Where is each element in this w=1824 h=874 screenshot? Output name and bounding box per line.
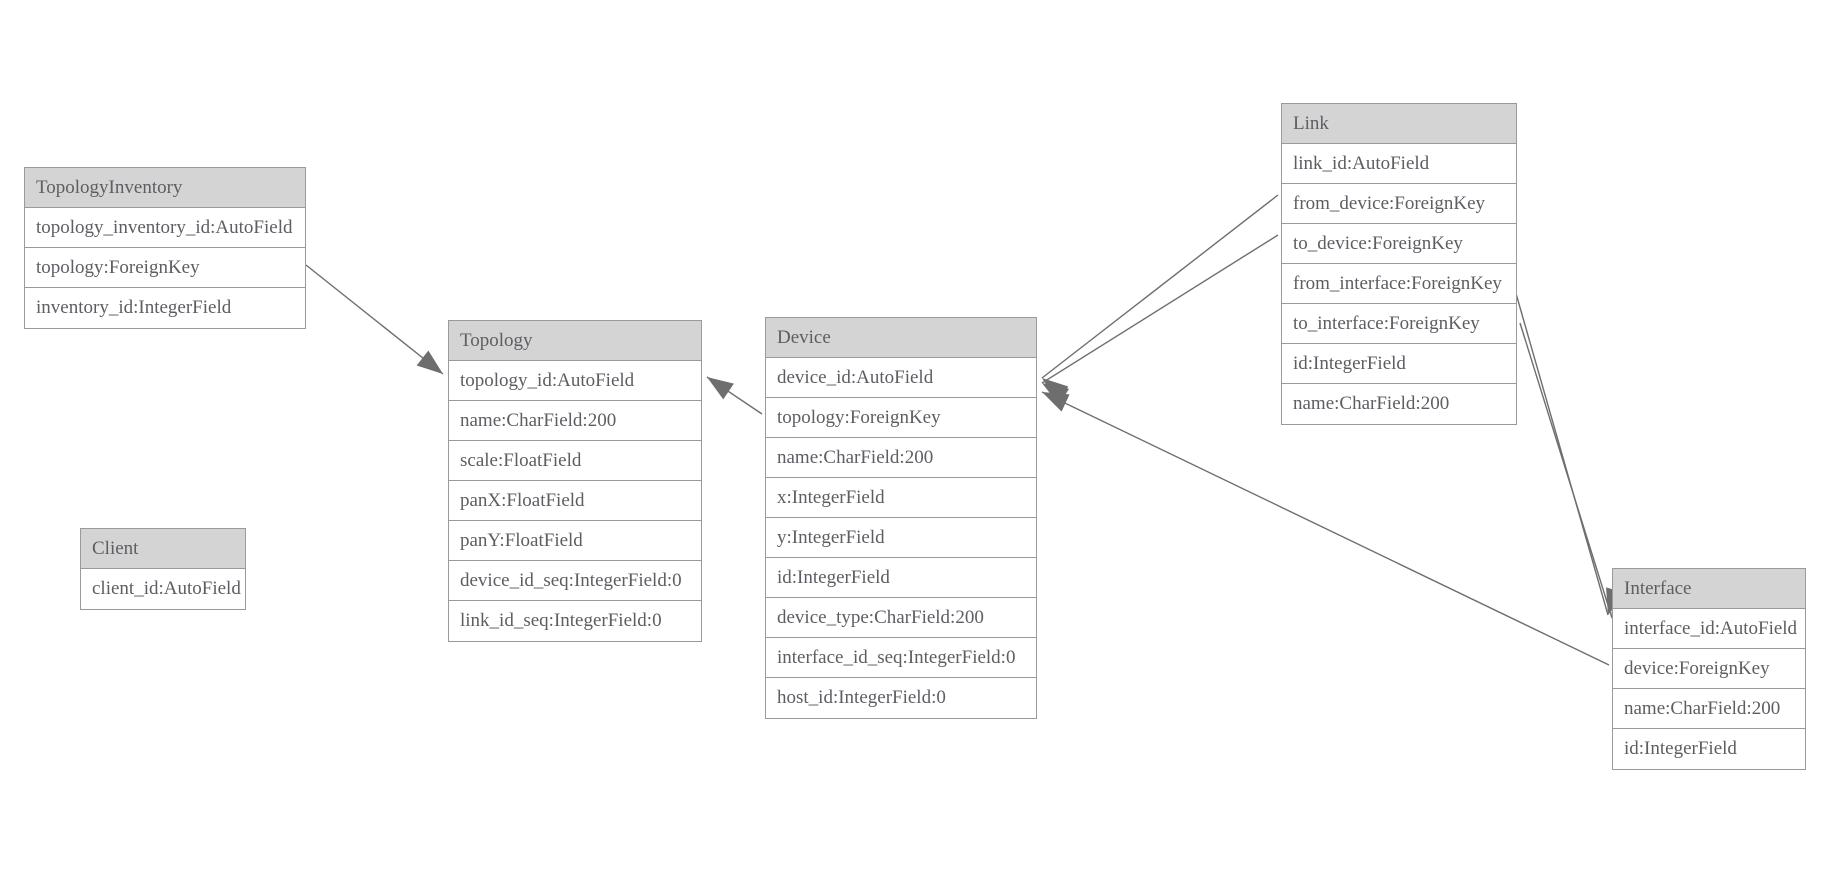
attribute-row[interactable]: topology:ForeignKey <box>766 398 1036 438</box>
attribute-row[interactable]: topology:ForeignKey <box>25 248 305 288</box>
relationship-line <box>706 376 763 415</box>
attribute-row[interactable]: id:IntegerField <box>1613 729 1805 769</box>
relationship-line <box>1519 322 1613 619</box>
attribute-row[interactable]: from_device:ForeignKey <box>1282 184 1516 224</box>
relationship-link-to-device <box>1041 234 1279 405</box>
relationship-topologyinventory-topology <box>305 264 444 375</box>
relationship-interface-device <box>1041 391 1610 666</box>
relationship-arrowhead <box>416 350 443 374</box>
attribute-row[interactable]: name:CharField:200 <box>449 401 701 441</box>
relationship-line <box>1512 282 1609 616</box>
attribute-row[interactable]: from_interface:ForeignKey <box>1282 264 1516 304</box>
attribute-row[interactable]: y:IntegerField <box>766 518 1036 558</box>
relationship-arrowhead <box>1042 378 1069 402</box>
attribute-row[interactable]: name:CharField:200 <box>766 438 1036 478</box>
entity-title-topology-inventory: TopologyInventory <box>25 168 305 208</box>
relationship-line <box>1041 194 1279 379</box>
attribute-row[interactable]: inventory_id:IntegerField <box>25 288 305 328</box>
attribute-row[interactable]: client_id:AutoField <box>81 569 245 609</box>
attribute-row[interactable]: name:CharField:200 <box>1613 689 1805 729</box>
relationship-line <box>1041 234 1279 384</box>
attribute-row[interactable]: to_device:ForeignKey <box>1282 224 1516 264</box>
attribute-row[interactable]: id:IntegerField <box>1282 344 1516 384</box>
attribute-row[interactable]: link_id_seq:IntegerField:0 <box>449 601 701 641</box>
attribute-row[interactable]: topology_id:AutoField <box>449 361 701 401</box>
attribute-row[interactable]: id:IntegerField <box>766 558 1036 598</box>
relationship-link-from-interface <box>1512 282 1625 616</box>
attribute-row[interactable]: interface_id_seq:IntegerField:0 <box>766 638 1036 678</box>
entity-title-link: Link <box>1282 104 1516 144</box>
attribute-row[interactable]: host_id:IntegerField:0 <box>766 678 1036 718</box>
attribute-row[interactable]: panY:FloatField <box>449 521 701 561</box>
attribute-row[interactable]: device_type:CharField:200 <box>766 598 1036 638</box>
entity-title-interface: Interface <box>1613 569 1805 609</box>
attribute-row[interactable]: x:IntegerField <box>766 478 1036 518</box>
entity-title-device: Device <box>766 318 1036 358</box>
relationship-arrowhead <box>707 377 734 400</box>
relationship-line <box>305 264 444 375</box>
attribute-row[interactable]: device_id_seq:IntegerField:0 <box>449 561 701 601</box>
attribute-row[interactable]: panX:FloatField <box>449 481 701 521</box>
attribute-row[interactable]: to_interface:ForeignKey <box>1282 304 1516 344</box>
attribute-row[interactable]: interface_id:AutoField <box>1613 609 1805 649</box>
relationship-line <box>1041 391 1610 666</box>
attribute-row[interactable]: scale:FloatField <box>449 441 701 481</box>
attribute-row[interactable]: device_id:AutoField <box>766 358 1036 398</box>
relationship-device-topology <box>706 376 763 415</box>
relationship-arrowhead <box>1042 383 1070 405</box>
relationship-link-from-device <box>1041 194 1279 402</box>
entity-title-topology: Topology <box>449 321 701 361</box>
relationship-arrowhead <box>1042 392 1070 412</box>
entity-title-client: Client <box>81 529 245 569</box>
attribute-row[interactable]: link_id:AutoField <box>1282 144 1516 184</box>
attribute-row[interactable]: topology_inventory_id:AutoField <box>25 208 305 248</box>
attribute-row[interactable]: name:CharField:200 <box>1282 384 1516 424</box>
attribute-row[interactable]: device:ForeignKey <box>1613 649 1805 689</box>
entity-attribute-list: client_id:AutoField <box>81 569 245 609</box>
